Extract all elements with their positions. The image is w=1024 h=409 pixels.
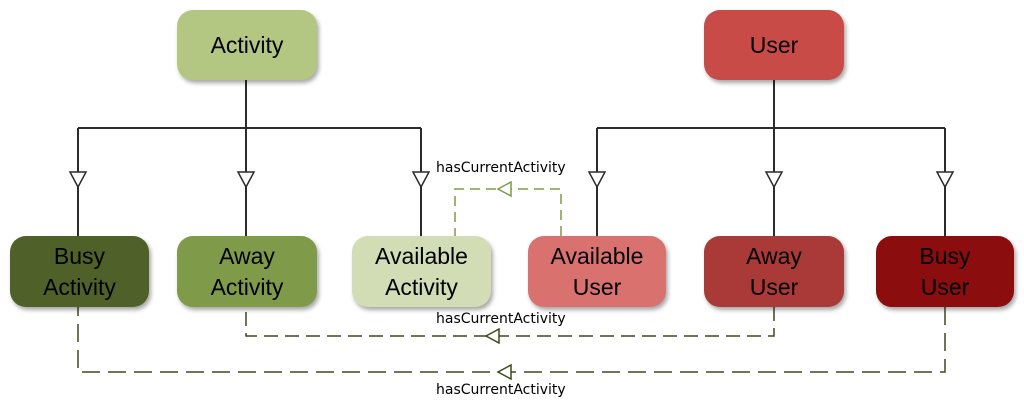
busy-user-node[interactable]: Busy User	[876, 236, 1014, 307]
available-user-node-label: Available	[550, 242, 644, 269]
away-user-node-label-2: User	[749, 273, 799, 300]
relation-available	[454, 180, 562, 236]
user-subclass-arrowheads	[587, 171, 955, 189]
away-user-node[interactable]: Away User	[704, 236, 844, 307]
available-activity-node-label: Available	[375, 242, 468, 269]
busy-user-node-label: Busy	[919, 242, 971, 269]
busy-activity-arrowhead	[68, 171, 88, 189]
busy-user-node-label-2: User	[920, 273, 970, 300]
relation-available-line	[454, 188, 562, 236]
relation-away-line	[245, 307, 775, 337]
relation-busy-arrowhead	[496, 363, 512, 381]
relation-away	[245, 307, 775, 345]
available-activity-node[interactable]: Available Activity	[352, 236, 491, 307]
relation-busy	[77, 307, 946, 381]
available-user-node[interactable]: Available User	[528, 236, 666, 307]
away-user-node-label: Away	[746, 242, 802, 269]
user-subclass-tree	[596, 80, 946, 236]
relation-available-label: hasCurrentActivity	[436, 160, 566, 176]
user-node-label: User	[749, 31, 799, 58]
activity-node-label: Activity	[210, 31, 284, 58]
busy-activity-node[interactable]: Busy Activity	[10, 236, 149, 307]
relation-available-arrowhead	[496, 180, 512, 198]
away-user-arrowhead	[764, 171, 784, 189]
user-node[interactable]: User	[704, 10, 844, 80]
away-activity-node-label: Away	[219, 242, 275, 269]
activity-node[interactable]: Activity	[177, 10, 317, 80]
busy-user-arrowhead	[935, 171, 955, 189]
relation-busy-label: hasCurrentActivity	[436, 382, 566, 398]
available-activity-arrowhead	[411, 171, 431, 189]
relation-away-arrowhead	[484, 327, 500, 345]
activity-subclass-arrowheads	[68, 171, 431, 189]
activity-subclass-tree	[77, 80, 422, 236]
relation-away-label: hasCurrentActivity	[436, 311, 566, 327]
away-activity-arrowhead	[236, 171, 256, 189]
busy-activity-node-label: Busy	[53, 242, 106, 269]
available-user-arrowhead	[587, 171, 607, 189]
away-activity-node[interactable]: Away Activity	[177, 236, 317, 307]
away-activity-node-label-2: Activity	[210, 273, 284, 300]
busy-activity-node-label-2: Activity	[43, 273, 116, 300]
available-user-node-label-2: User	[572, 273, 622, 300]
available-activity-node-label-2: Activity	[385, 273, 458, 300]
